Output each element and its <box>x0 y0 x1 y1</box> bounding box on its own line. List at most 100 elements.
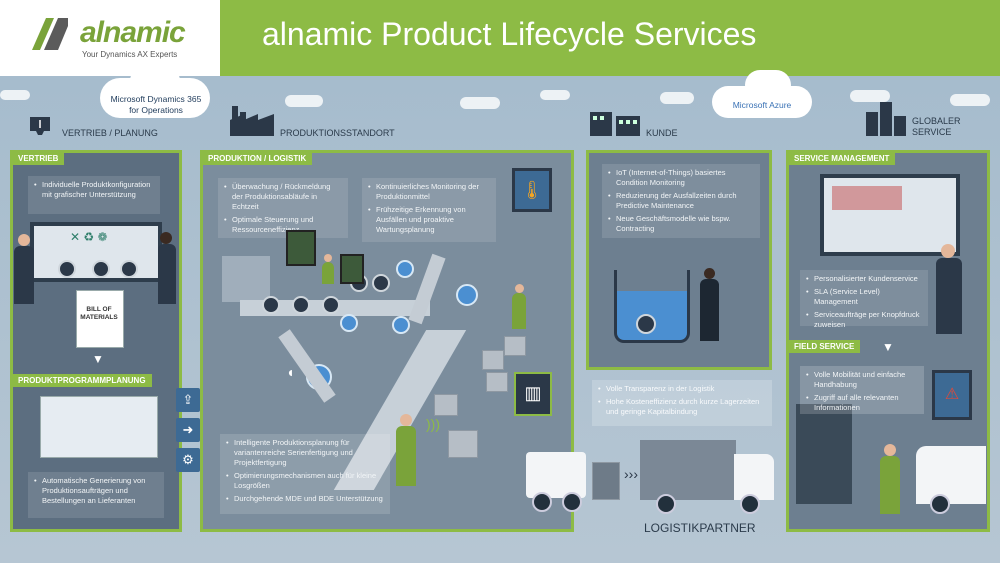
logistik-bullet: Hohe Kosteneffizienz durch kurze Lagerze… <box>598 397 766 417</box>
bom-document <box>76 290 124 348</box>
bom-label: BILL OF MATERIALS <box>80 306 118 321</box>
page-title: alnamic Product Lifecycle Services <box>262 16 757 52</box>
produktion-textbox-2: Kontinuierliches Monitoring der Produkti… <box>362 178 496 242</box>
storage-box <box>434 394 458 416</box>
barcode-icon: ▥ <box>514 372 552 416</box>
logistik-textbox: Volle Transparenz in der Logistik Hohe K… <box>592 380 772 426</box>
field-service-bullet: Volle Mobilität und einfache Handhabung <box>806 370 918 390</box>
kunde-bullet: Reduzierung der Ausfallzeiten durch Pred… <box>608 191 754 211</box>
section-label-produktionsstandort: PRODUKTIONSSTANDORT <box>280 128 395 138</box>
tank-container <box>614 270 690 343</box>
storage-box <box>486 372 508 392</box>
produktion-bullet: Kontinuierliches Monitoring der Produkti… <box>368 182 490 202</box>
customer-building <box>796 404 852 504</box>
buildings-icon <box>866 102 906 136</box>
cloud-decoration <box>850 90 890 102</box>
cloud-decoration <box>0 90 30 100</box>
service-management-bullet: Personalisierter Kundenservice <box>806 274 922 284</box>
service-management-bullet: Serviceaufträge per Knopfdruck zuweisen <box>806 310 922 330</box>
down-arrow-icon: ▼ <box>92 352 104 366</box>
storage-box <box>504 336 526 356</box>
service-van-wheel <box>930 494 950 514</box>
kunde-bullet: IoT (Internet-of-Things) basiertes Condi… <box>608 168 754 188</box>
cloud-decoration <box>660 92 694 104</box>
dynamics-cloud-top <box>130 66 180 96</box>
section-label-kunde: KUNDE <box>646 128 678 138</box>
sensor-icon <box>392 316 410 334</box>
vertrieb-gear-icon <box>58 260 76 278</box>
tag-service-management: SERVICE MANAGEMENT <box>788 152 896 165</box>
produktion-bullet: Überwachung / Rückmeldung der Produktion… <box>224 182 342 212</box>
cloud-decoration <box>950 94 990 106</box>
thermometer-monitor-icon: 🌡 <box>512 168 552 212</box>
field-service-textbox: Volle Mobilität und einfache Handhabung … <box>800 366 924 414</box>
tag-produktprogrammplanung: PRODUKTPROGRAMMPLANUNG <box>12 374 152 387</box>
machine-gear-icon <box>322 296 340 314</box>
vertrieb-gear-icon <box>92 260 110 278</box>
tablet-device <box>286 230 316 266</box>
service-screen-chart <box>832 186 902 210</box>
logo-area: alnamic Your Dynamics AX Experts <box>0 0 220 76</box>
down-arrow-icon: ▼ <box>882 340 894 354</box>
field-service-bullet: Zugriff auf alle relevanten Informatione… <box>806 393 918 413</box>
alert-device-icon: ⚠ <box>932 370 972 420</box>
factory-icon <box>230 106 274 136</box>
storage-box <box>448 430 478 458</box>
sensor-icon <box>340 314 358 332</box>
forklift-wheel <box>532 492 552 512</box>
truck-wheel <box>656 494 676 514</box>
building-icon <box>590 112 640 136</box>
upload-icon: ⇪ <box>176 388 200 412</box>
vertrieb-screen-icons: ✕ ♻ ❁ <box>70 230 108 244</box>
chevron-right-icon: ››› <box>624 466 638 482</box>
section-label-globaler-service: GLOBALER SERVICE <box>912 116 961 137</box>
vertrieb-bullet: Individuelle Produktkonfiguration mit gr… <box>34 180 154 200</box>
sensor-icon <box>396 260 414 278</box>
produktion-textbox-1: Überwachung / Rückmeldung der Produktion… <box>218 178 348 238</box>
produktion-bullet: Frühzeitige Erkennung von Ausfällen und … <box>368 205 490 235</box>
produktion-bullet: Intelligente Produktionsplanung für vari… <box>226 438 384 468</box>
truck-container <box>640 440 736 500</box>
machine-gear-icon <box>262 296 280 314</box>
azure-cloud-label: Microsoft Azure <box>732 100 792 110</box>
logo-subtitle: Your Dynamics AX Experts <box>82 50 178 59</box>
kunde-bullet: Neue Geschäftsmodelle wie bspw. Contract… <box>608 214 754 234</box>
antenna-icon <box>30 117 50 135</box>
produktion-textbox-3: Intelligente Produktionsplanung für vari… <box>220 434 390 514</box>
truck-wheel <box>740 494 760 514</box>
tank-gear-icon <box>636 314 656 334</box>
service-van <box>916 446 986 504</box>
machine-gear-icon <box>372 274 390 292</box>
tag-field-service: FIELD SERVICE <box>788 340 861 353</box>
produktion-bullet: Optimierungsmechanismen auch für kleine … <box>226 471 384 491</box>
section-label-logistikpartner: LOGISTIKPARTNER <box>644 521 756 535</box>
production-machine <box>222 256 270 302</box>
azure-cloud-top <box>745 70 791 100</box>
wifi-icon: ◖ <box>286 364 295 380</box>
tablet-device <box>340 254 364 284</box>
dynamics-cloud-label: Microsoft Dynamics 365 for Operations <box>110 94 202 115</box>
cloud-decoration <box>540 90 570 100</box>
tag-produktion-logistik: PRODUKTION / LOGISTIK <box>202 152 313 165</box>
vertrieb-gear-icon <box>120 260 138 278</box>
produktion-bullet: Durchgehende MDE und BDE Unterstützung <box>226 494 384 504</box>
cloud-decoration <box>460 97 500 109</box>
tag-vertrieb: VERTRIEB <box>12 152 65 165</box>
produktion-bullet: Optimale Steuerung und Ressourceneffizie… <box>224 215 342 235</box>
service-management-textbox: Personalisierter Kundenservice SLA (Serv… <box>800 270 928 329</box>
vertrieb-textbox: Individuelle Produktkonfiguration mit gr… <box>28 176 160 214</box>
planning-document <box>40 396 158 458</box>
service-management-bullet: SLA (Service Level) Management <box>806 287 922 307</box>
machine-gear-icon <box>292 296 310 314</box>
truck-cab <box>734 454 774 500</box>
logistik-bullet: Volle Transparenz in der Logistik <box>598 384 766 394</box>
alnamic-logo-icon <box>32 18 68 50</box>
section-label-vertrieb-planung: VERTRIEB / PLANUNG <box>62 128 158 138</box>
produktprogramm-bullet: Automatische Generierung von Produktions… <box>34 476 158 506</box>
pallet-box <box>592 462 620 500</box>
arrow-right-icon: ➜ <box>176 418 200 442</box>
header-bar: alnamic Your Dynamics AX Experts alnamic… <box>0 0 1000 76</box>
cloud-decoration <box>285 95 323 107</box>
gear-icon: ⚙ <box>176 448 200 472</box>
produktprogramm-textbox: Automatische Generierung von Produktions… <box>28 472 164 518</box>
